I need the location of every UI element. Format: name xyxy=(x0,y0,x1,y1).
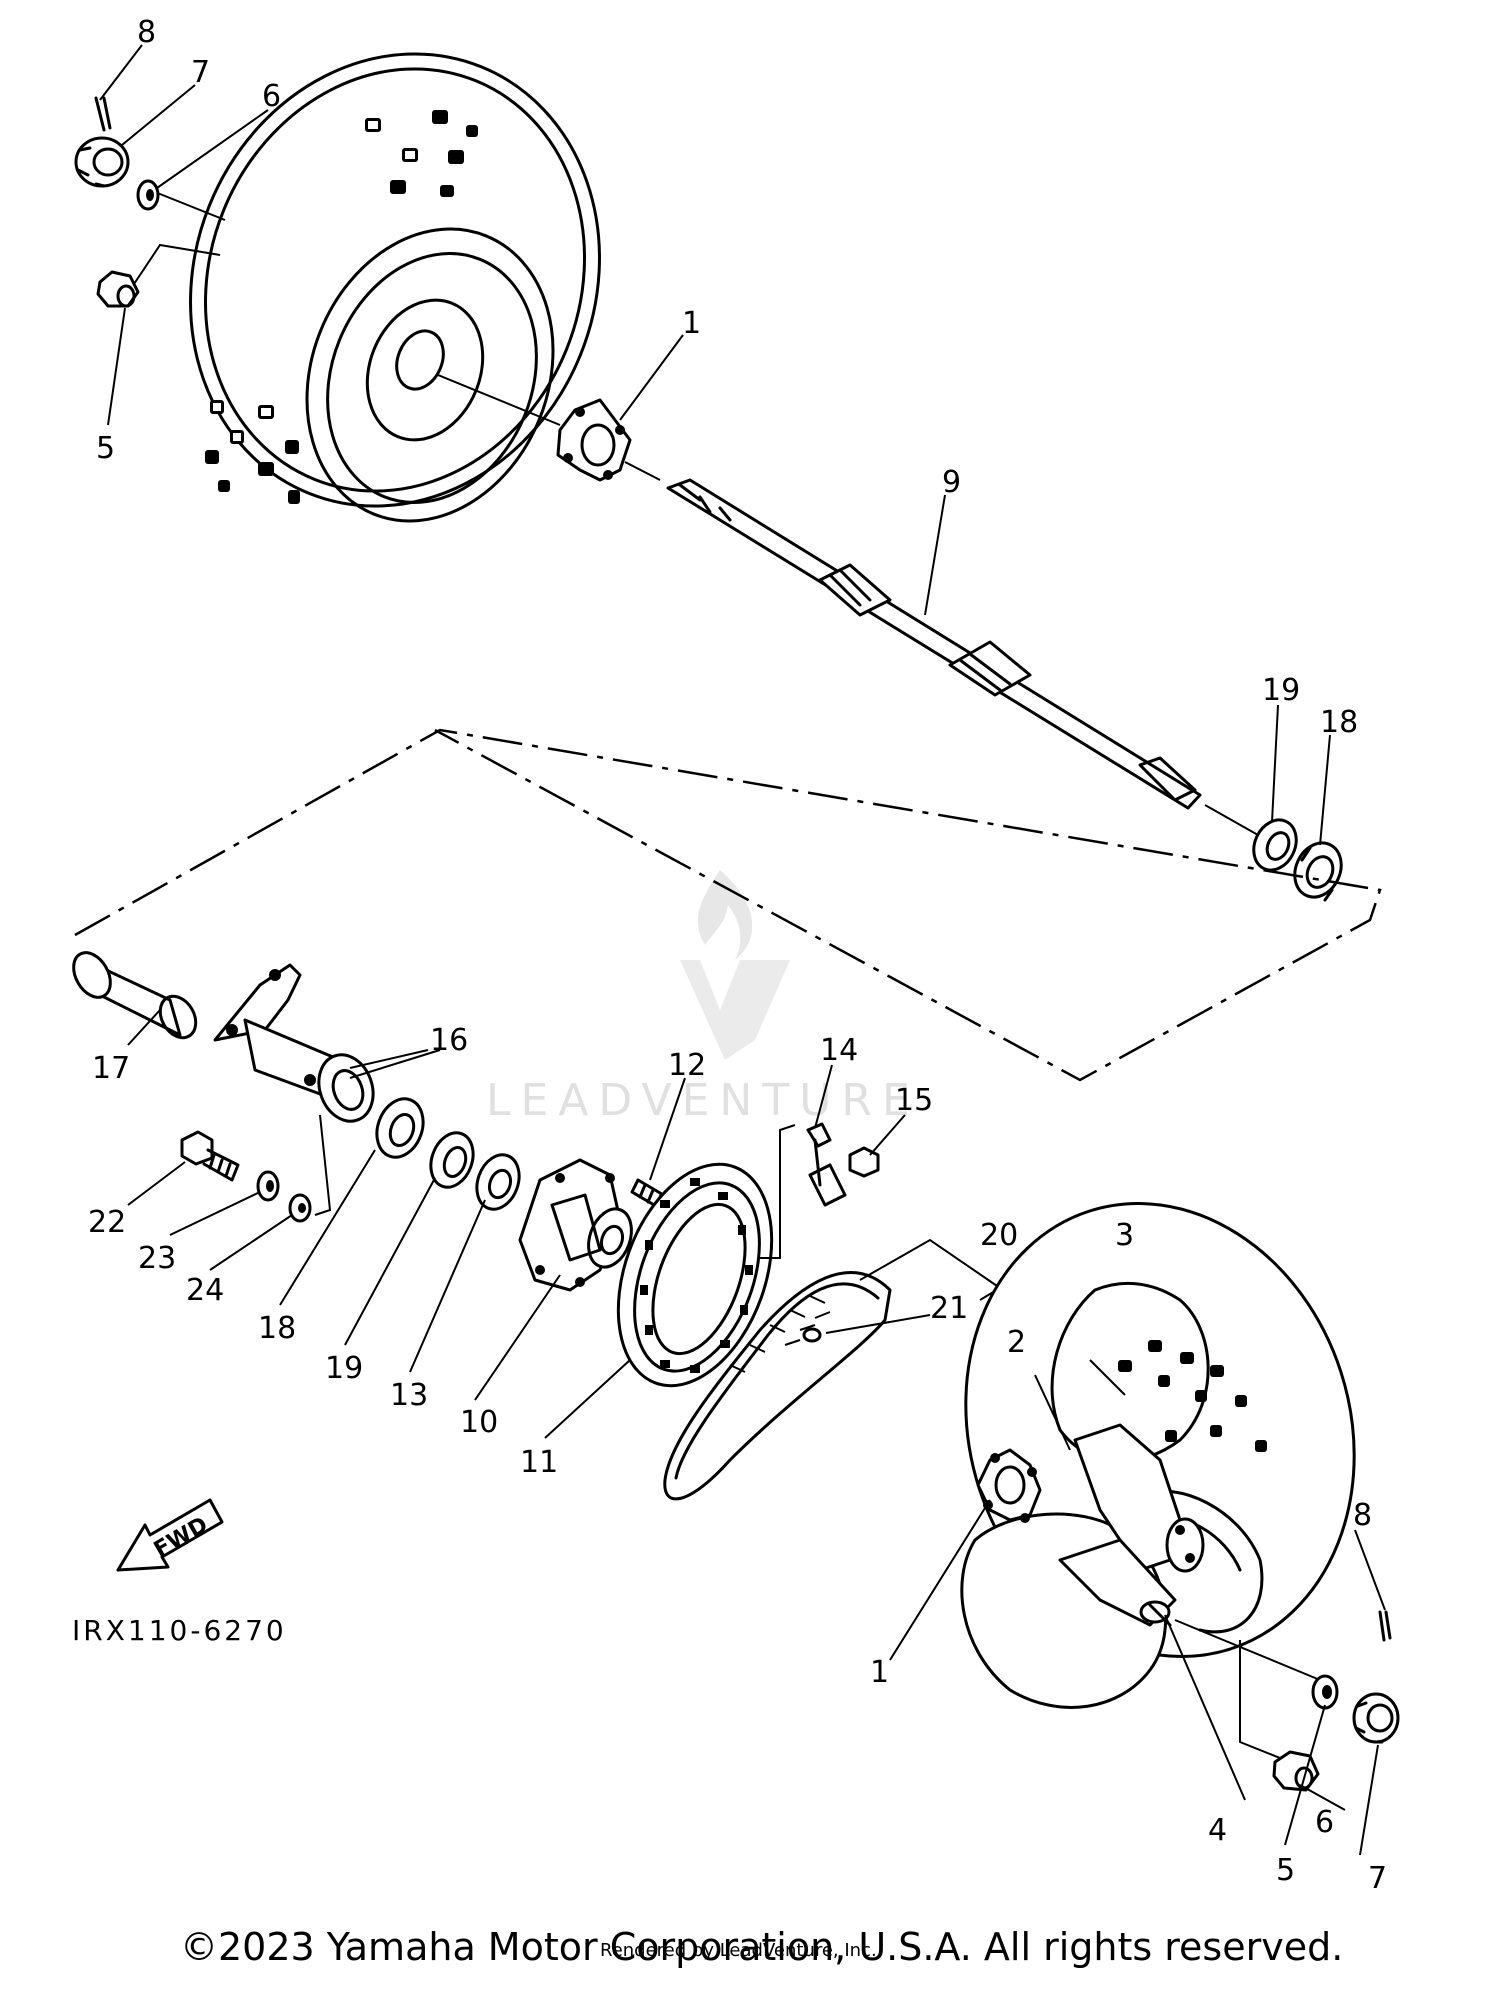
callout-5-top: 5 xyxy=(96,431,115,466)
callout-14: 14 xyxy=(820,1033,858,1068)
rendered-by: Rendered by LeadVenture, Inc. xyxy=(600,1940,877,1961)
castle-nut-7-top xyxy=(74,136,130,188)
nut-5-bottom xyxy=(1272,1750,1320,1792)
spacer-4 xyxy=(1139,1600,1172,1627)
callout-8-top: 8 xyxy=(137,15,156,50)
callout-7-top: 7 xyxy=(191,55,210,90)
oil-seal-19-right xyxy=(1252,818,1298,872)
callout-3: 3 xyxy=(1115,1218,1134,1253)
callout-19-right: 19 xyxy=(1262,673,1300,708)
rear-wheel-left xyxy=(189,52,601,523)
bearing-18-right xyxy=(1293,841,1343,902)
castle-nut-7-bottom xyxy=(1352,1692,1400,1744)
axle-housing-16 xyxy=(213,963,375,1123)
callout-13: 13 xyxy=(390,1378,428,1413)
callout-1-top: 1 xyxy=(682,306,701,341)
axle-shaft-9 xyxy=(666,478,1202,810)
hub-flange-1-top xyxy=(556,398,632,482)
callout-10: 10 xyxy=(460,1405,498,1440)
callout-labels: 8 7 6 5 1 9 19 18 17 16 12 14 15 22 23 2… xyxy=(88,15,1387,1896)
bolt-22 xyxy=(180,1130,240,1182)
chain-clip-14 xyxy=(806,1122,847,1207)
assembly-outline xyxy=(74,728,1382,1082)
copyright: ©2023 Yamaha Motor Corporation, U.S.A. A… xyxy=(180,1925,1343,1969)
cotter-pin-8-top xyxy=(94,96,112,132)
callout-5-bottom: 5 xyxy=(1276,1853,1295,1888)
sleeve-17 xyxy=(72,951,198,1040)
callout-15: 15 xyxy=(895,1083,933,1118)
sprocket-11 xyxy=(616,1162,774,1388)
callout-20: 20 xyxy=(980,1218,1018,1253)
callout-2: 2 xyxy=(1007,1325,1026,1360)
washer-23 xyxy=(256,1170,280,1202)
drive-chain-20 xyxy=(663,1271,892,1501)
callout-9: 9 xyxy=(942,465,961,500)
nut-5-top xyxy=(96,270,140,308)
callout-1-bottom: 1 xyxy=(870,1655,889,1690)
forward-arrow: FWD xyxy=(116,1498,224,1572)
watermark-text: LEADVENTURE xyxy=(486,1075,920,1126)
callout-22: 22 xyxy=(88,1205,126,1240)
callout-19-left: 19 xyxy=(325,1351,363,1386)
nut-15 xyxy=(848,1146,880,1178)
hub-flange-1-bottom xyxy=(976,1448,1042,1523)
sprocket-hub-10 xyxy=(518,1158,633,1292)
callout-24: 24 xyxy=(186,1273,224,1308)
callout-18-right: 18 xyxy=(1320,705,1358,740)
chain-joint-21 xyxy=(802,1327,822,1343)
washer-24 xyxy=(288,1193,312,1223)
callout-16: 16 xyxy=(430,1023,468,1058)
axle-line-top xyxy=(437,374,561,426)
bearing-13 xyxy=(475,1153,521,1211)
callout-21: 21 xyxy=(930,1291,968,1326)
leader-lines xyxy=(99,44,1386,1856)
rear-wheel-right xyxy=(960,1202,1356,1709)
callout-18-left: 18 xyxy=(258,1311,296,1346)
watermark-logo xyxy=(680,870,790,1060)
callout-4: 4 xyxy=(1208,1813,1227,1848)
cotter-pin-8-bottom xyxy=(1378,1610,1392,1642)
callout-8-bottom: 8 xyxy=(1353,1498,1372,1533)
callout-6-top: 6 xyxy=(262,79,281,114)
diagram-code: IRX110-6270 xyxy=(72,1614,287,1647)
callout-17: 17 xyxy=(92,1051,130,1086)
bearing-18-left xyxy=(375,1097,425,1159)
callout-12: 12 xyxy=(668,1048,706,1083)
callout-6-bottom: 6 xyxy=(1315,1805,1334,1840)
callout-7-bottom: 7 xyxy=(1368,1861,1387,1896)
callout-23: 23 xyxy=(138,1241,176,1276)
washer-6-bottom xyxy=(1311,1674,1339,1710)
oil-seal-19-left xyxy=(429,1131,475,1189)
washer-6-top xyxy=(136,179,160,211)
callout-11: 11 xyxy=(520,1445,558,1480)
